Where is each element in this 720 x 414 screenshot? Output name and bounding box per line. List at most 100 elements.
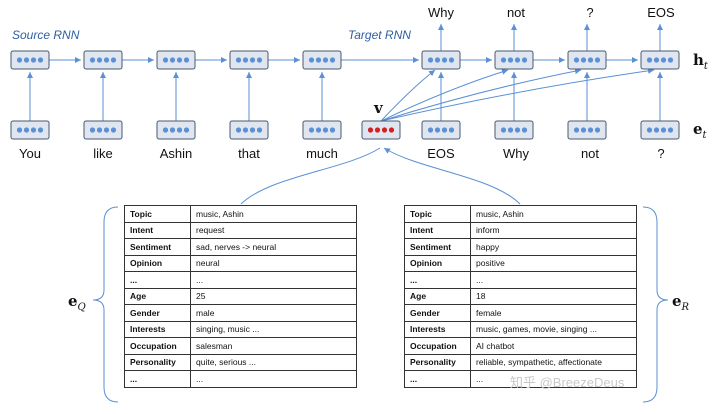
hidden-state-cell <box>156 50 196 70</box>
table-row: ...... <box>404 370 637 388</box>
right-brace <box>642 206 669 403</box>
attribute-value: sad, nerves -> neural <box>190 238 357 256</box>
attribute-value: positive <box>470 254 637 272</box>
e-r-label: eR <box>672 292 690 313</box>
source-word: much <box>306 146 338 161</box>
attribute-key: Interests <box>124 320 191 338</box>
table-r-to-v <box>383 147 521 205</box>
source-word: Ashin <box>159 146 193 161</box>
attribute-key: ... <box>124 370 191 388</box>
h-t-label: ht <box>693 51 708 72</box>
attribute-key: Opinion <box>124 254 191 272</box>
target-rnn-label: Target RNN <box>348 28 411 42</box>
hidden-state-cell <box>83 50 123 70</box>
embedding-cell <box>302 120 342 140</box>
attribute-key: Topic <box>404 205 471 223</box>
attribute-value: 25 <box>190 287 357 305</box>
attribute-key: Personality <box>404 353 471 371</box>
e-t-label: et <box>693 120 707 141</box>
hidden-state-cell <box>302 50 342 70</box>
embedding-cell <box>156 120 196 140</box>
attribute-value: ... <box>190 370 357 388</box>
attribute-value: request <box>190 221 357 239</box>
v-vector-cell <box>361 120 401 140</box>
attribute-key: Interests <box>404 320 471 338</box>
attribute-value: happy <box>470 238 637 256</box>
attribute-key: Opinion <box>404 254 471 272</box>
target-input-word: Why <box>503 146 529 161</box>
attribute-key: Occupation <box>124 337 191 355</box>
attribute-value: 18 <box>470 287 637 305</box>
attribute-value: inform <box>470 221 637 239</box>
embedding-cell <box>10 120 50 140</box>
embedding-cell <box>83 120 123 140</box>
v-to-hidden-arrow <box>380 69 436 122</box>
hidden-state-cell <box>10 50 50 70</box>
attribute-value: reliable, sympathetic, affectionate <box>470 353 637 371</box>
embedding-cell <box>421 120 461 140</box>
attribute-key: Intent <box>124 221 191 239</box>
attribute-key: Topic <box>124 205 191 223</box>
target-output-word: not <box>506 5 526 20</box>
hidden-state-cell <box>567 50 607 70</box>
embedding-cell <box>229 120 269 140</box>
attribute-key: Occupation <box>404 337 471 355</box>
attribute-value: music, Ashin <box>190 205 357 223</box>
attribute-value: music, games, movie, singing ... <box>470 320 637 338</box>
attribute-value: salesman <box>190 337 357 355</box>
attribute-value: quite, serious ... <box>190 353 357 371</box>
attribute-value: neural <box>190 254 357 272</box>
table-row: ...... <box>124 271 357 289</box>
v-to-hidden-arrow <box>380 67 655 122</box>
attribute-value: male <box>190 304 357 322</box>
table-row: ...... <box>124 370 357 388</box>
v-label: v <box>374 99 383 117</box>
attribute-key: Sentiment <box>124 238 191 256</box>
target-input-word: not <box>580 146 600 161</box>
attribute-key: Gender <box>404 304 471 322</box>
cells <box>10 50 680 140</box>
attribute-key: Personality <box>124 353 191 371</box>
hidden-state-cell <box>229 50 269 70</box>
table-q-to-v <box>240 147 381 205</box>
hidden-state-cell <box>421 50 461 70</box>
attribute-value: female <box>470 304 637 322</box>
target-output-word: ? <box>586 5 594 20</box>
target-output-word: EOS <box>647 5 675 20</box>
embedding-cell <box>640 120 680 140</box>
embedding-cell <box>567 120 607 140</box>
source-rnn-label: Source RNN <box>12 28 80 42</box>
target-output-word: Why <box>428 5 454 20</box>
attribute-key: ... <box>404 370 471 388</box>
hidden-state-cell <box>494 50 534 70</box>
v-to-hidden-arrow <box>380 68 509 122</box>
target-input-word: ? <box>657 146 665 161</box>
attribute-key: ... <box>124 271 191 289</box>
attribute-key: Age <box>404 287 471 305</box>
e-q-label: eQ <box>68 292 86 313</box>
embedding-cell <box>494 120 534 140</box>
attribute-value: AI chatbot <box>470 337 637 355</box>
target-input-word: EOS <box>427 146 455 161</box>
attribute-key: Intent <box>404 221 471 239</box>
attribute-value: ... <box>470 370 637 388</box>
attribute-key: Gender <box>124 304 191 322</box>
table-row: ...... <box>404 271 637 289</box>
attribute-key: Age <box>124 287 191 305</box>
